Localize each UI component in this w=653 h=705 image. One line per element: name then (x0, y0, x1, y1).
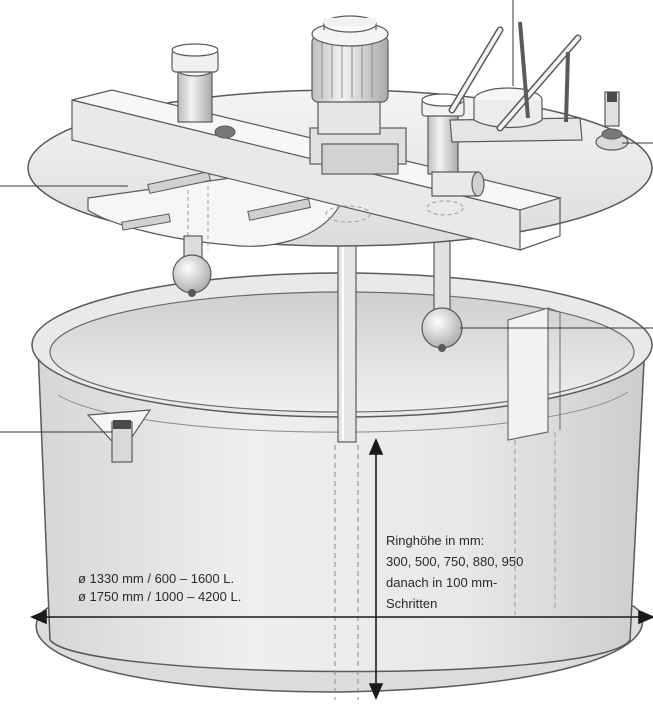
dimension-ring-height (368, 437, 384, 701)
filter-cartridge (171, 43, 236, 139)
ring-height-label-line1: Ringhöhe in mm: (386, 533, 484, 548)
pressure-valve (595, 91, 629, 151)
dimension-diameter (29, 609, 653, 625)
sight-ball (172, 235, 212, 297)
ring-height-label-line2: 300, 500, 750, 880, 950 (386, 554, 523, 569)
callout-lines (0, 0, 653, 433)
manhole-hatch (448, 21, 583, 143)
ring-height-label-line3: danach in 100 mm- (386, 575, 497, 590)
baffle-plate (507, 307, 549, 441)
diameter-label-line1: ø 1330 mm / 600 – 1600 L. (78, 571, 234, 586)
diameter-label-line2: ø 1750 mm / 1000 – 4200 L. (78, 589, 241, 604)
agitator-motor (309, 15, 407, 175)
ring-height-label-line4: Schritten (386, 596, 437, 611)
